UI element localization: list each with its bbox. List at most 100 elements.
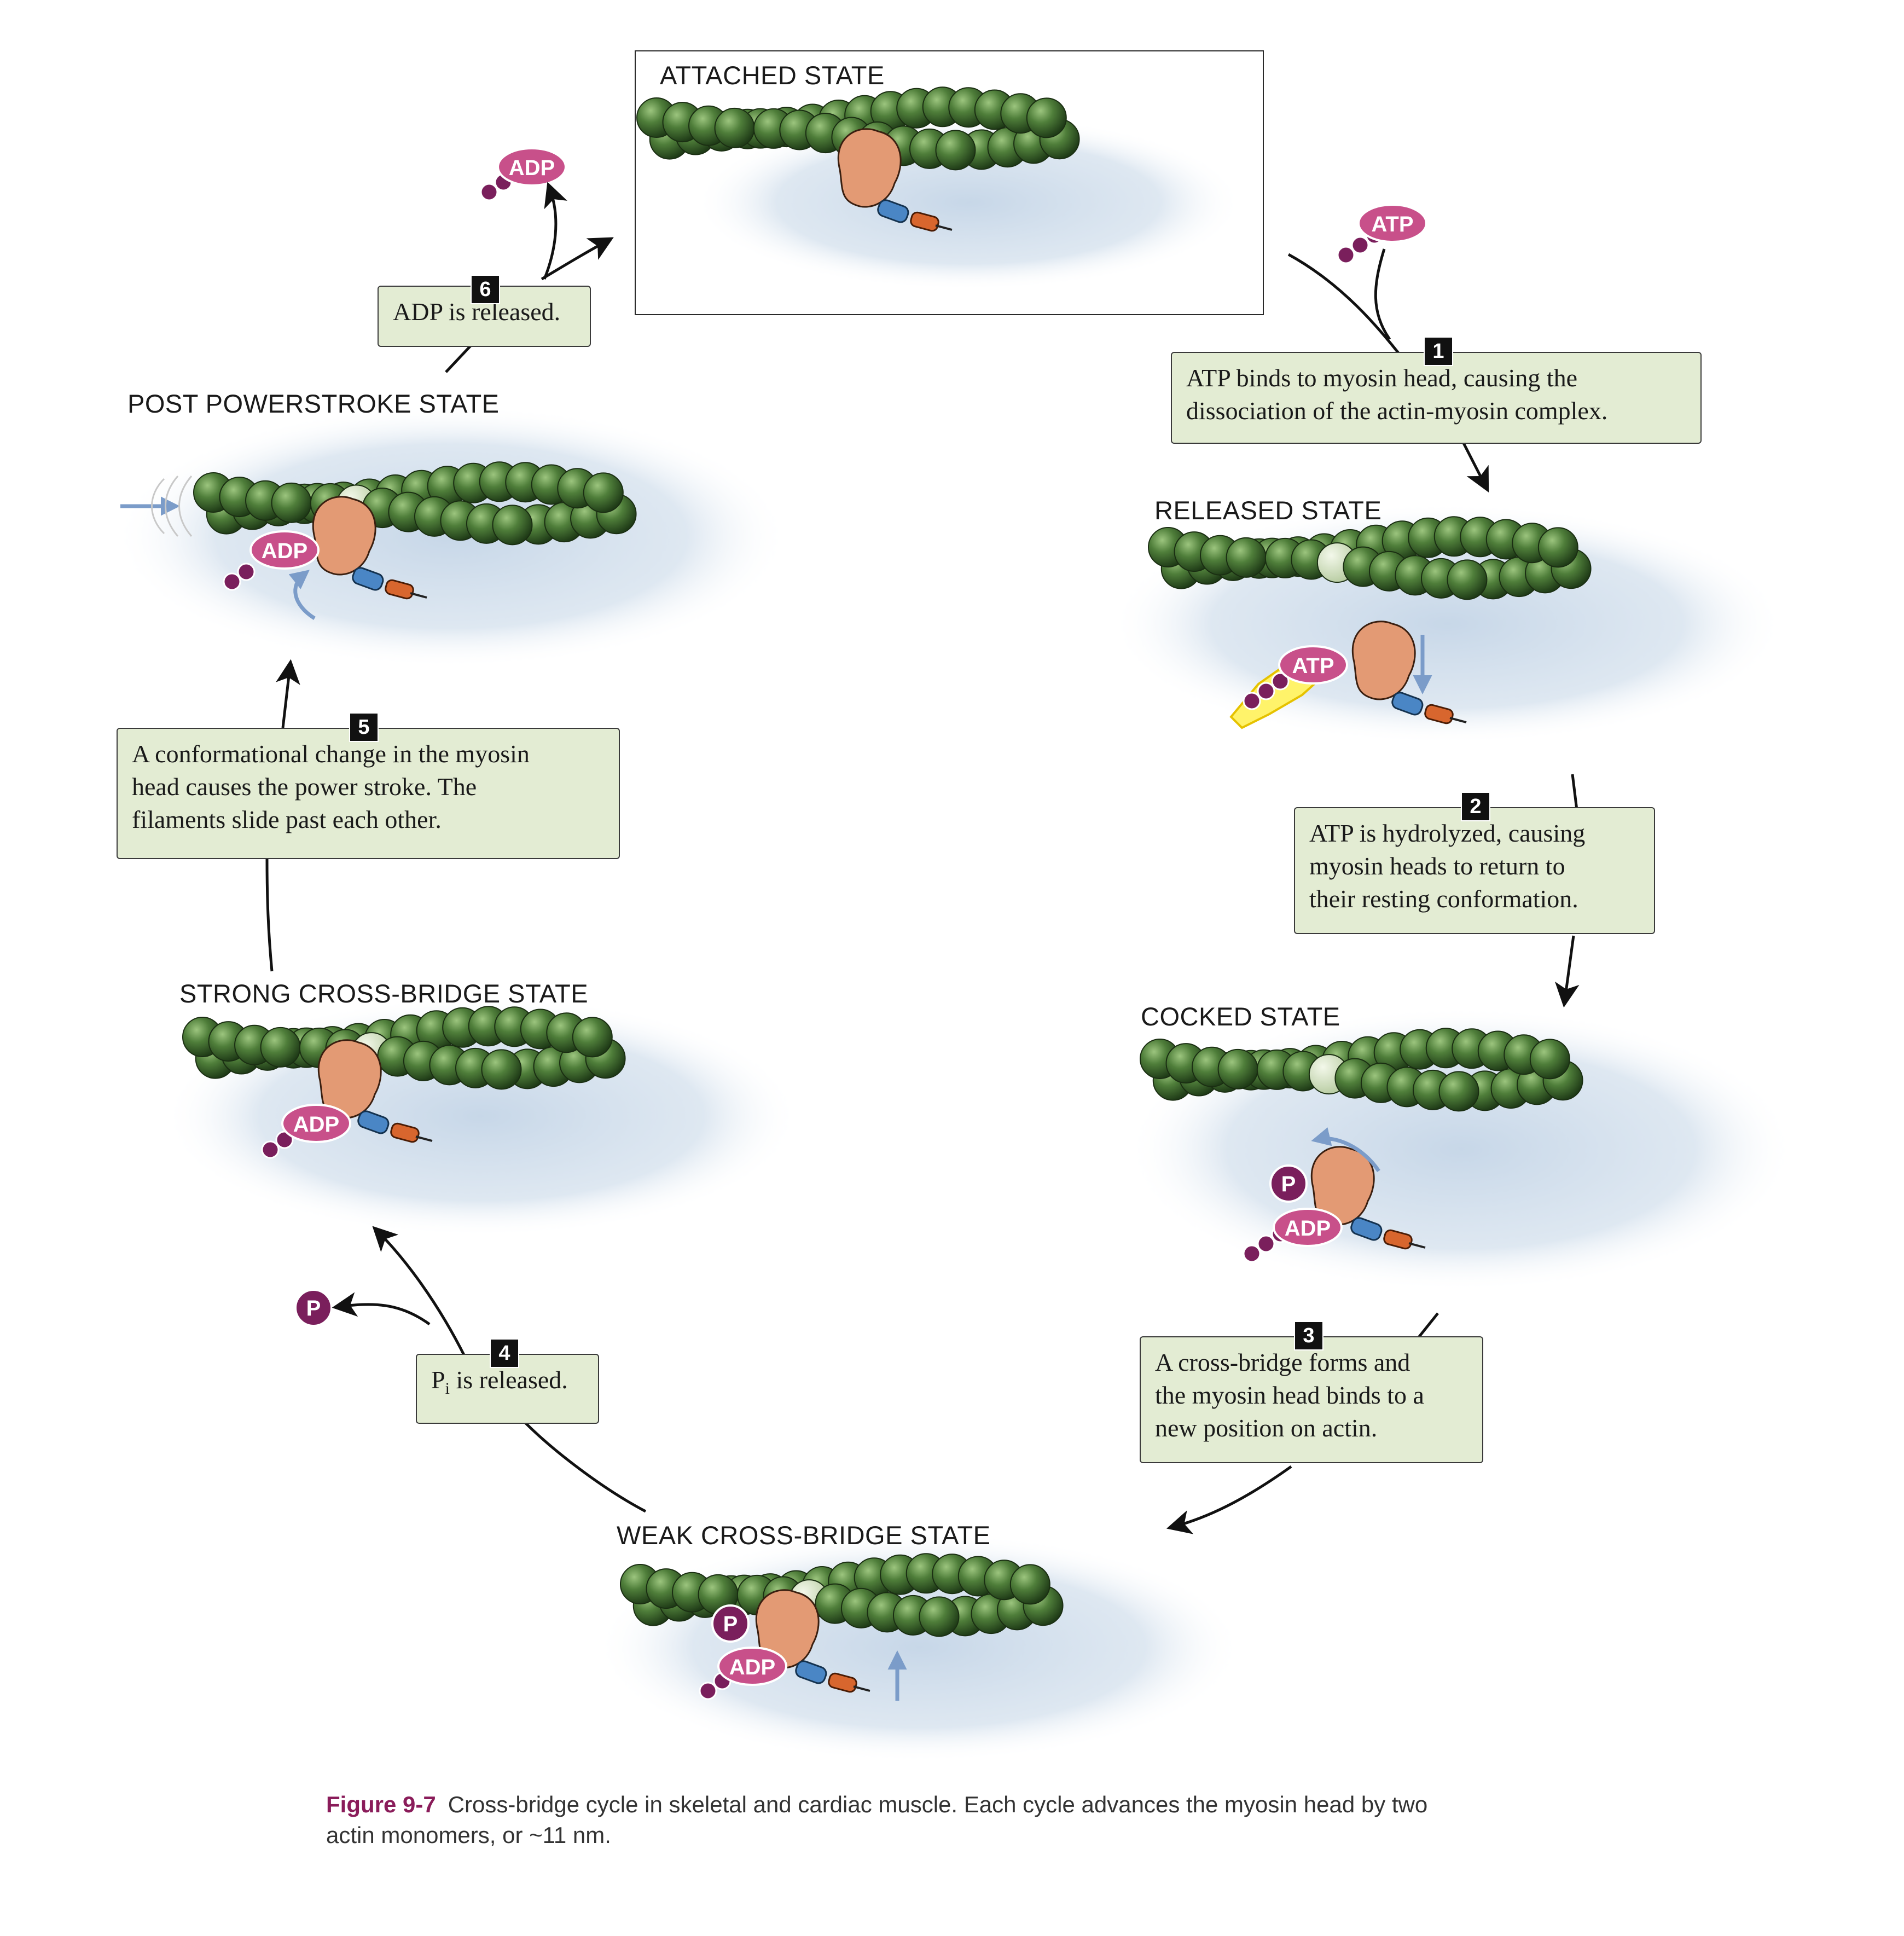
state-title-strong: STRONG CROSS-BRIDGE STATE — [179, 979, 589, 1008]
actin-monomer — [1026, 97, 1067, 138]
svg-text:ADP: ADP — [509, 156, 555, 180]
phosphate-weak: P — [711, 1604, 750, 1643]
attached-state-frame — [635, 50, 1264, 315]
state-title-attached: ATTACHED STATE — [660, 61, 885, 90]
state-title-post: POST POWERSTROKE STATE — [127, 389, 500, 418]
adp-badge-released: ADP — [497, 147, 567, 187]
arrow-released-to-step2 — [1571, 774, 1578, 810]
myosin-heads: ATP ATP P ADP P ADP ADP ADP ADP P — [223, 128, 1467, 1700]
step-2-box: ATP is hydrolyzed, causing myosin heads … — [1294, 807, 1655, 934]
phosphate-released: P — [294, 1289, 333, 1327]
actin-monomer — [271, 482, 312, 523]
myosin-head-released — [1351, 621, 1467, 724]
step-2-line-1: ATP is hydrolyzed, causing — [1309, 819, 1586, 847]
atp-badge-incoming: ATP — [1357, 204, 1427, 243]
glow-attached — [695, 115, 1242, 290]
svg-text:ATP: ATP — [1292, 654, 1334, 678]
arrow-step3-to-weak — [1166, 1465, 1292, 1534]
actin-monomer — [1438, 1071, 1479, 1112]
step-5-line-3: filaments slide past each other. — [132, 805, 442, 833]
arrow-step5-to-post — [276, 659, 300, 728]
step-1-line-1: ATP binds to myosin head, causing the — [1186, 364, 1578, 392]
step-2-line-3: their resting conformation. — [1309, 885, 1578, 913]
atp-phosphate-chain — [1243, 672, 1290, 710]
actin-monomer — [1226, 537, 1267, 578]
arrow-atp-incoming — [1374, 248, 1391, 340]
step-5-line-1: A conformational change in the myosin — [132, 740, 530, 768]
actin-monomer — [572, 1017, 613, 1058]
step-1-number: 1 — [1424, 337, 1453, 366]
svg-text:P: P — [723, 1612, 738, 1636]
actin-monomer — [1537, 527, 1578, 568]
state-title-released: RELEASED STATE — [1154, 496, 1382, 525]
step-5-line-2: head causes the power stroke. The — [132, 773, 477, 801]
actin-monomer — [935, 130, 976, 171]
svg-text:ADP: ADP — [262, 539, 307, 563]
arrow-step1-to-released — [1459, 437, 1489, 493]
figure-label: Figure 9-7 — [326, 1792, 436, 1817]
step-1-box: ATP binds to myosin head, causing the di… — [1171, 352, 1702, 444]
figure-caption: Figure 9-7 Cross-bridge cycle in skeletal… — [326, 1789, 1639, 1851]
motion-lines-post — [151, 476, 193, 537]
step-2-line-2: myosin heads to return to — [1309, 852, 1565, 880]
myosin-head-weak — [755, 1589, 870, 1693]
actin-monomer — [1217, 1048, 1258, 1089]
arrow-weak-to-step4 — [524, 1422, 647, 1513]
cycle-arrows — [265, 182, 1580, 1534]
step-3-line-3: new position on actin. — [1155, 1414, 1378, 1442]
actin-monomer — [1529, 1039, 1570, 1080]
step-3-number: 3 — [1294, 1321, 1323, 1350]
rotate-arrow-cocked — [1311, 1127, 1380, 1172]
motion-arrows — [120, 496, 1432, 1701]
step-5-number: 5 — [349, 712, 379, 742]
actin-monomer — [1447, 559, 1488, 600]
step-3-box: A cross-bridge forms and the myosin head… — [1140, 1336, 1483, 1463]
step-4-text: Pi is released. — [431, 1366, 568, 1398]
adp-phosphate-strong — [261, 1131, 294, 1159]
adp-badge-strong: ADP — [281, 1104, 351, 1143]
caption-line-1: Cross-bridge cycle in skeletal and cardi… — [448, 1792, 1428, 1817]
myosin-head-attached — [837, 128, 953, 232]
arrow-step2-to-cocked — [1554, 935, 1580, 1008]
step-3-line-2: the myosin head binds to a — [1155, 1381, 1424, 1409]
arrow-step6-to-attached — [541, 237, 614, 281]
step-4-number: 4 — [490, 1338, 519, 1368]
actin-monomer — [1009, 1564, 1050, 1605]
svg-text:ADP: ADP — [293, 1112, 339, 1137]
adp-phosphate-post — [223, 563, 256, 591]
adp-badge-weak: ADP — [717, 1647, 787, 1686]
atp-badge-released: ATP — [1278, 645, 1348, 685]
actin-filament-weak — [620, 1553, 1064, 1637]
actin-filaments — [182, 86, 1592, 1637]
svg-text:P: P — [1281, 1172, 1296, 1196]
svg-text:ADP: ADP — [729, 1655, 775, 1679]
state-title-weak: WEAK CROSS-BRIDGE STATE — [617, 1521, 991, 1550]
arrow-step6-adp-branch — [543, 182, 567, 280]
actin-monomer — [481, 1049, 522, 1090]
step-6-number: 6 — [471, 275, 500, 304]
caption-line-2: actin monomers, or ~11 nm. — [326, 1822, 611, 1848]
actin-monomer — [260, 1027, 301, 1068]
myosin-head-strong — [317, 1039, 433, 1143]
step-1-line-2: dissociation of the actin-myosin complex… — [1186, 397, 1608, 425]
state-title-cocked: COCKED STATE — [1141, 1002, 1340, 1031]
svg-text:ATP: ATP — [1371, 212, 1413, 236]
actin-monomer — [583, 472, 624, 513]
adp-badge-post: ADP — [249, 530, 320, 570]
arrow-strong-to-step5 — [265, 859, 274, 972]
actin-monomer — [919, 1596, 960, 1637]
adp-badge-cocked: ADP — [1273, 1208, 1343, 1247]
actin-filament-released — [1148, 516, 1592, 600]
myosin-head-post — [312, 496, 427, 600]
actin-filament-cocked — [1140, 1028, 1583, 1112]
rotate-arrow-post — [288, 570, 316, 620]
svg-text:P: P — [306, 1296, 321, 1320]
svg-text:ADP: ADP — [1285, 1216, 1331, 1241]
step-5-box: A conformational change in the myosin he… — [117, 728, 620, 859]
actin-monomer — [492, 505, 533, 546]
arrow-attached-to-step1 — [1287, 253, 1402, 357]
arrow-step4-to-strong — [372, 1226, 467, 1358]
arrow-post-to-step6 — [445, 344, 473, 373]
myosin-head-cocked — [1310, 1146, 1426, 1250]
